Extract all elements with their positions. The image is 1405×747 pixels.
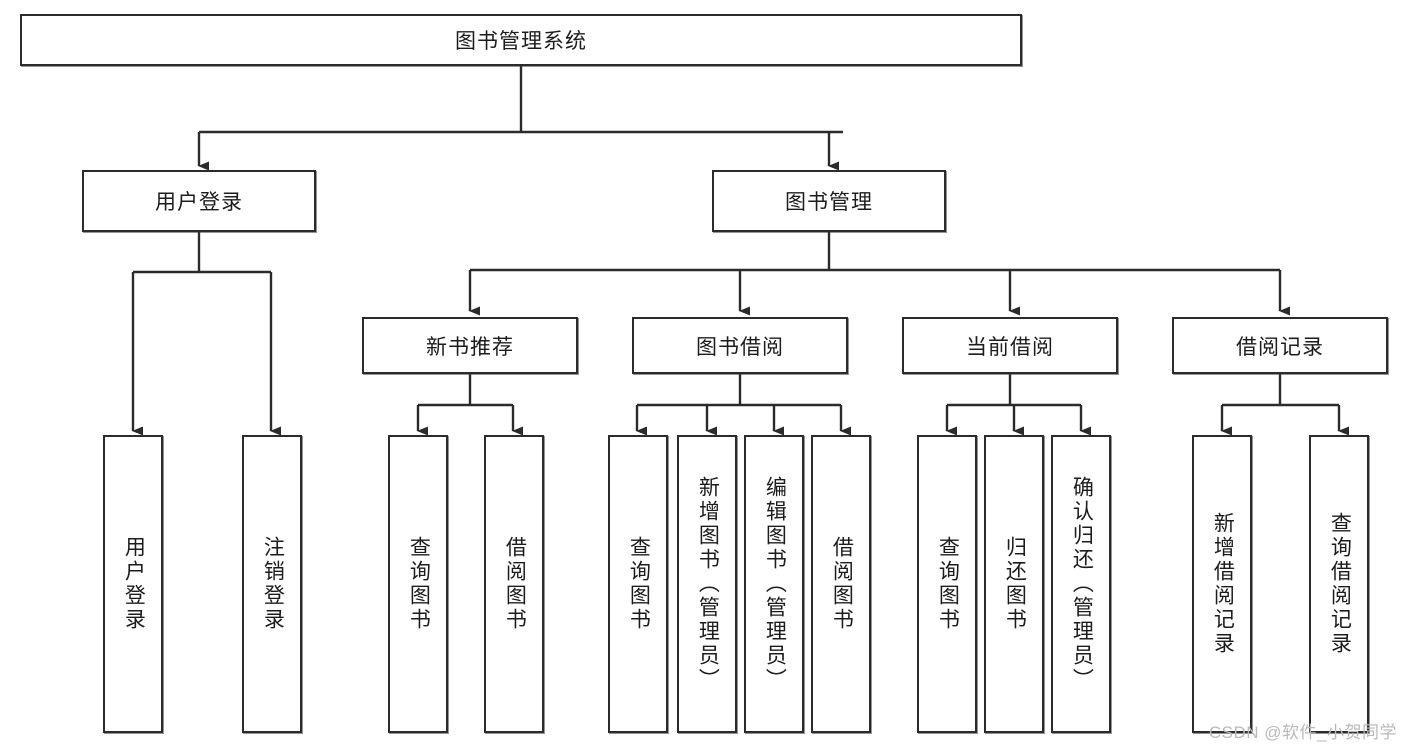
node-leaf-user-login[interactable]: 用户登录 [103,435,163,733]
node-leaf-borrow-book-2-label: 借阅图书 [830,536,854,632]
node-borrow-record[interactable]: 借阅记录 [1172,317,1388,374]
node-leaf-logout-login[interactable]: 注销登录 [242,435,302,733]
node-leaf-add-record-label: 新增借阅记录 [1211,512,1235,656]
node-borrow-record-label: 借阅记录 [1236,335,1324,359]
node-leaf-query-book-3-label: 查询图书 [936,536,960,632]
node-leaf-add-record[interactable]: 新增借阅记录 [1192,435,1252,733]
node-current-borrow-label: 当前借阅 [966,335,1054,359]
connector-lines [131,66,1349,436]
node-leaf-confirm-return[interactable]: 确认归还（管理员） [1051,435,1111,733]
node-user-login-label: 用户登录 [155,191,243,214]
node-leaf-query-record-label: 查询借阅记录 [1328,512,1352,656]
node-leaf-borrow-book-1-label: 借阅图书 [503,536,527,632]
node-new-book-recommend[interactable]: 新书推荐 [362,317,578,374]
node-leaf-return-book[interactable]: 归还图书 [984,435,1044,733]
node-leaf-query-book-2-label: 查询图书 [627,536,651,632]
node-leaf-edit-book[interactable]: 编辑图书（管理员） [744,435,804,733]
node-leaf-query-book-1-label: 查询图书 [407,536,431,632]
node-book-management[interactable]: 图书管理 [712,170,946,232]
node-leaf-query-book-2[interactable]: 查询图书 [608,435,668,733]
node-current-borrow[interactable]: 当前借阅 [902,317,1118,374]
node-leaf-query-book-3[interactable]: 查询图书 [917,435,977,733]
node-leaf-return-book-label: 归还图书 [1003,536,1027,632]
node-leaf-query-book-1[interactable]: 查询图书 [388,435,448,733]
node-leaf-borrow-book-2[interactable]: 借阅图书 [811,435,871,733]
node-leaf-add-book-label: 新增图书（管理员） [696,476,720,692]
node-book-management-label: 图书管理 [785,191,873,214]
node-root-system[interactable]: 图书管理系统 [20,14,1022,66]
node-root-system-label: 图书管理系统 [455,30,587,53]
node-leaf-confirm-return-label: 确认归还（管理员） [1070,476,1094,692]
node-book-borrow[interactable]: 图书借阅 [632,317,848,374]
node-leaf-edit-book-label: 编辑图书（管理员） [763,476,787,692]
node-leaf-add-book[interactable]: 新增图书（管理员） [677,435,737,733]
node-leaf-user-login-label: 用户登录 [122,536,146,632]
node-leaf-query-record[interactable]: 查询借阅记录 [1309,435,1369,733]
node-leaf-borrow-book-1[interactable]: 借阅图书 [484,435,544,733]
csdn-watermark: CSDN @软件_小贺同学 [1208,723,1397,742]
node-leaf-logout-login-label: 注销登录 [261,536,285,632]
node-book-borrow-label: 图书借阅 [696,335,784,359]
node-new-book-recommend-label: 新书推荐 [426,335,514,359]
node-user-login[interactable]: 用户登录 [82,170,316,232]
